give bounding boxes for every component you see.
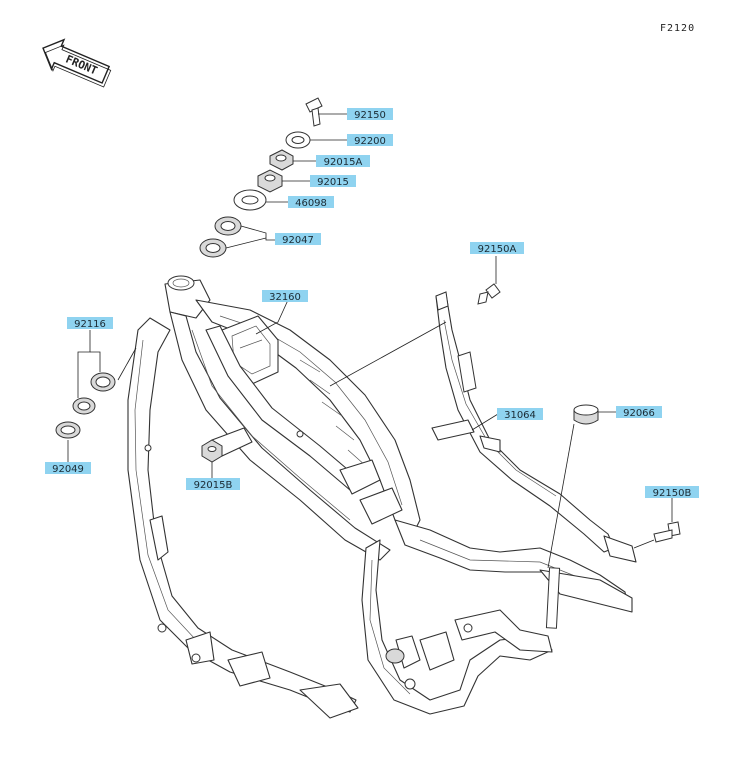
figure-id: F2120 <box>660 23 696 34</box>
seal-92116-upper-icon <box>90 372 116 392</box>
callout-92150A[interactable]: 92150A <box>470 242 524 255</box>
bolt-92150A-icon <box>477 283 501 305</box>
svg-text:92049: 92049 <box>52 464 84 475</box>
washer-46098-icon <box>233 189 267 211</box>
svg-text:32160: 32160 <box>269 292 301 303</box>
callout-92015B[interactable]: 92015B <box>186 478 240 491</box>
callout-92150[interactable]: 92150 <box>347 108 393 121</box>
callout-labels: 92150 92200 92015A 92015 46098 92047 921… <box>45 108 699 499</box>
callout-46098[interactable]: 46098 <box>288 196 334 209</box>
svg-text:92047: 92047 <box>282 235 314 246</box>
seat-rail <box>431 291 637 563</box>
nut-92015-icon <box>257 169 283 193</box>
washer-92200-icon <box>285 131 311 149</box>
svg-text:92015A: 92015A <box>324 157 363 168</box>
seal-92049-icon <box>55 421 81 439</box>
callout-92015[interactable]: 92015 <box>310 175 356 188</box>
svg-text:92066: 92066 <box>623 408 655 419</box>
callout-92049[interactable]: 92049 <box>45 462 91 475</box>
nut-92015A-icon <box>269 149 294 171</box>
bolt-92150-icon <box>305 97 323 127</box>
svg-text:92015B: 92015B <box>194 480 233 491</box>
leader-lines <box>67 113 673 569</box>
callout-92015A[interactable]: 92015A <box>316 155 370 168</box>
steering-head-parts <box>55 97 681 543</box>
svg-text:92200: 92200 <box>354 136 386 147</box>
front-arrow-icon: FRONT <box>42 38 112 88</box>
frame-assembly <box>127 275 633 719</box>
svg-text:92150B: 92150B <box>653 488 692 499</box>
callout-92066[interactable]: 92066 <box>616 406 662 419</box>
callout-92047[interactable]: 92047 <box>275 233 321 246</box>
callout-92200[interactable]: 92200 <box>347 134 393 147</box>
svg-text:31064: 31064 <box>504 410 536 421</box>
cap-92066-icon <box>573 404 599 425</box>
bolt-92150B-icon <box>653 521 681 543</box>
svg-text:92150A: 92150A <box>478 244 517 255</box>
svg-text:46098: 46098 <box>295 198 327 209</box>
callout-92116[interactable]: 92116 <box>67 317 113 330</box>
callout-32160[interactable]: 32160 <box>262 290 308 303</box>
svg-text:92116: 92116 <box>74 319 106 330</box>
svg-text:92150: 92150 <box>354 110 386 121</box>
seal-92116-lower-icon <box>72 397 96 415</box>
nut-92015B-icon <box>201 439 223 463</box>
callout-92150B[interactable]: 92150B <box>645 486 699 499</box>
svg-text:92015: 92015 <box>317 177 349 188</box>
bearing-92047-upper-icon <box>214 216 242 236</box>
callout-31064[interactable]: 31064 <box>497 408 543 421</box>
bearing-92047-lower-icon <box>199 238 227 258</box>
